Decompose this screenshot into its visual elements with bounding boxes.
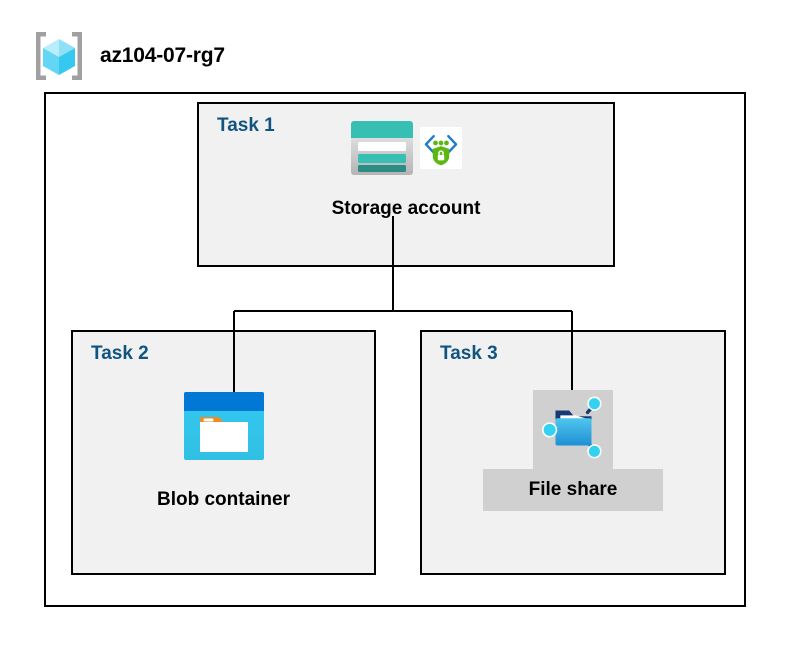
task-3-label: Task 3 bbox=[440, 343, 498, 364]
blob-container-caption: Blob container bbox=[156, 489, 290, 510]
file-share-caption: File share bbox=[528, 479, 618, 500]
file-share-highlight-backdrop bbox=[533, 390, 613, 469]
node-file-share[interactable]: File share bbox=[420, 390, 726, 511]
storage-icon-row bbox=[350, 112, 462, 188]
node-storage-account[interactable]: Storage account bbox=[197, 112, 615, 220]
resource-group-icon bbox=[30, 27, 88, 85]
task-2-label: Task 2 bbox=[91, 343, 149, 364]
file-share-caption-backdrop: File share bbox=[483, 469, 663, 511]
file-share-icon bbox=[537, 391, 609, 468]
private-endpoint-secure-icon bbox=[420, 126, 462, 174]
task-1-label: Task 1 bbox=[217, 115, 275, 136]
blob-container-icon bbox=[182, 390, 266, 467]
storage-account-caption: Storage account bbox=[331, 198, 481, 219]
node-blob-container[interactable]: Blob container bbox=[71, 390, 376, 511]
storage-account-icon bbox=[350, 120, 414, 181]
resource-group-header: az104-07-rg7 bbox=[30, 26, 330, 86]
page-title: az104-07-rg7 bbox=[100, 44, 225, 67]
